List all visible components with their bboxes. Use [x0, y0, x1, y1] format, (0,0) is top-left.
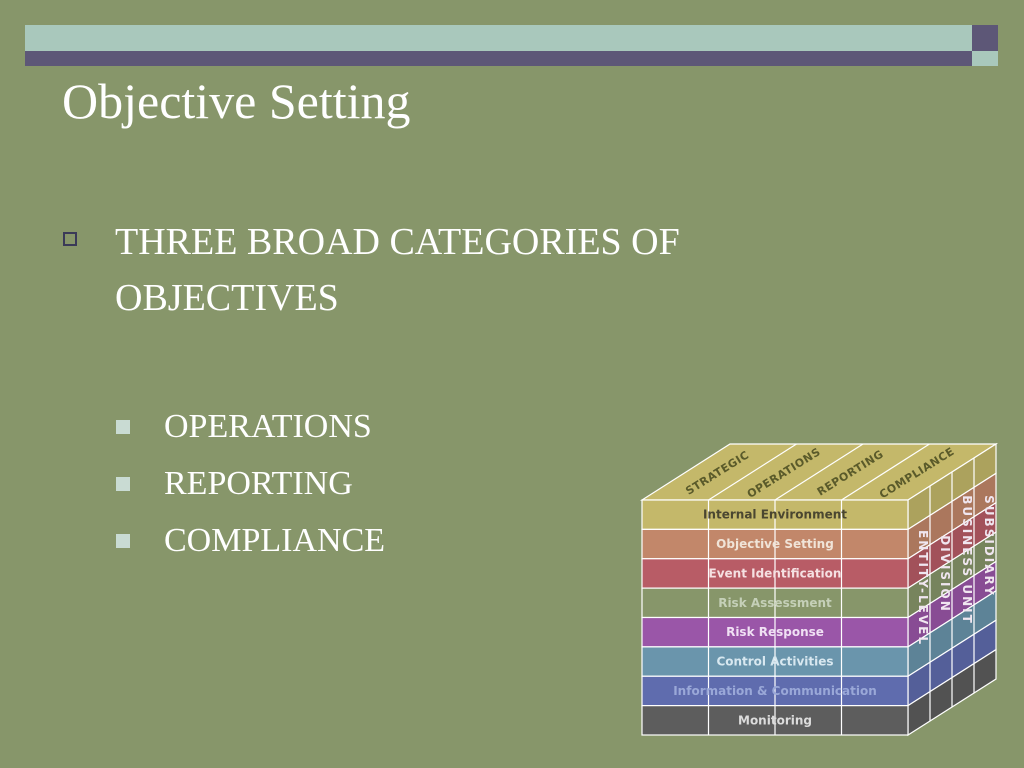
header-band-light [25, 25, 972, 51]
cube-side-label: ENTITY-LEVEL [916, 530, 930, 646]
cube-row-label: Risk Response [726, 625, 824, 639]
cube-row-label: Control Activities [716, 655, 833, 669]
objective-categories-list: OPERATIONS REPORTING COMPLIANCE [116, 398, 385, 569]
cube-row-label: Information & Communication [673, 684, 877, 698]
cube-side-label: SUBSIDIARY [982, 495, 996, 597]
list-item-label: REPORTING [164, 464, 353, 502]
cube-row-label: Internal Environment [703, 508, 847, 522]
corner-square-light [972, 51, 998, 66]
square-bullet-icon [116, 533, 130, 548]
list-item: COMPLIANCE [116, 512, 385, 569]
cube-top-divider [841, 443, 930, 501]
square-bullet-icon [116, 419, 130, 434]
list-item-label: COMPLIANCE [164, 521, 386, 559]
cube-side-label: BUSINESS UNIT [960, 495, 974, 625]
corner-square-dark [972, 25, 998, 51]
cube-top-divider [708, 443, 797, 501]
cube-top-divider [774, 443, 864, 501]
list-item-label: OPERATIONS [164, 407, 372, 445]
cube-side-label: DIVISION [938, 535, 952, 613]
cube-row-label: Event Identification [709, 566, 842, 580]
cube-row-label: Objective Setting [716, 537, 834, 551]
main-bullet-text: THREE BROAD CATEGORIES OF OBJECTIVES [115, 221, 680, 319]
hollow-square-bullet-icon [63, 232, 77, 246]
header-band-dark [25, 51, 972, 66]
slide-title: Objective Setting [62, 73, 411, 129]
list-item: OPERATIONS [116, 398, 385, 455]
cube-row-label: Risk Assessment [718, 596, 832, 610]
cube-row-label: Monitoring [738, 713, 812, 727]
list-item: REPORTING [116, 455, 385, 512]
square-bullet-icon [116, 476, 130, 491]
